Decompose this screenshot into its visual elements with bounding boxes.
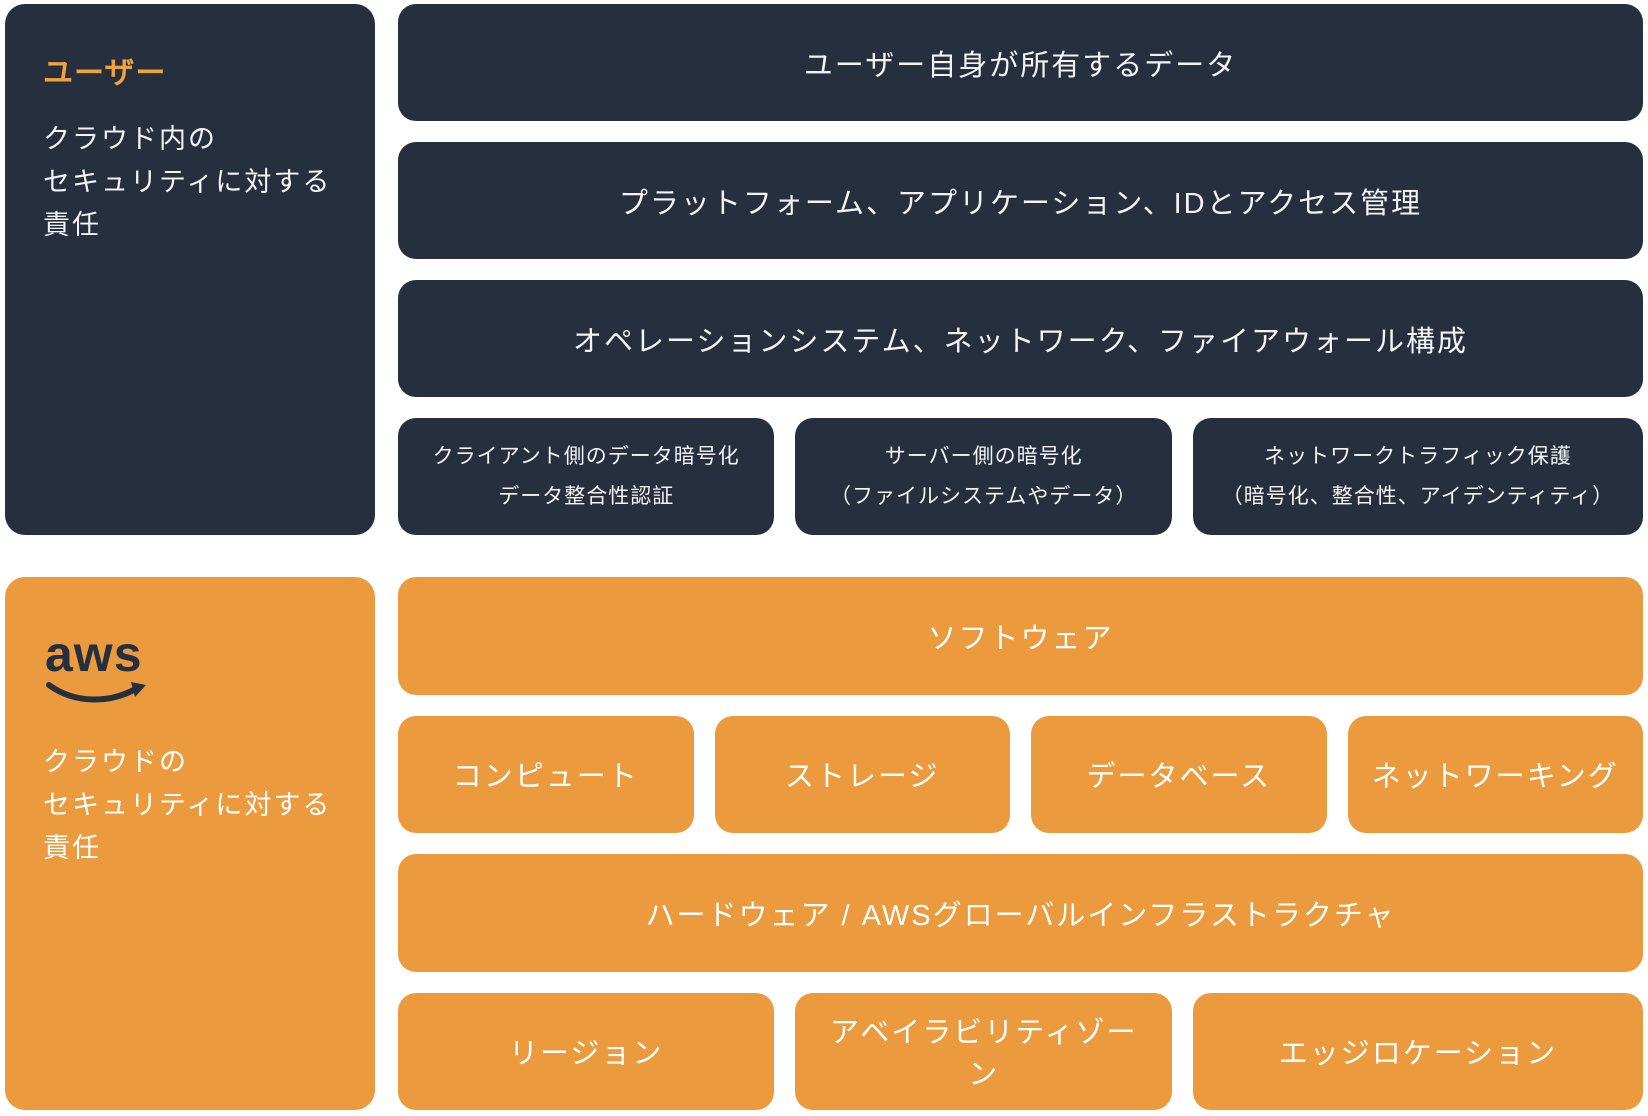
box-os-network-firewall: オペレーションシステム、ネットワーク、ファイアウォール構成	[398, 280, 1643, 397]
box-database: データベース	[1031, 715, 1327, 833]
aws-logo: aws	[45, 629, 337, 707]
box-server-side-encryption: サーバー側の暗号化 （ファイルシステムやデータ）	[795, 418, 1172, 535]
aws-panel-description: クラウドの セキュリティに対する 責任	[43, 741, 337, 870]
aws-smile-icon	[46, 682, 146, 703]
box-compute: コンピュート	[398, 715, 694, 833]
box-storage: ストレージ	[714, 715, 1010, 833]
box-edge-locations: エッジロケーション	[1192, 992, 1643, 1110]
user-panel-title: ユーザー	[43, 57, 167, 90]
user-description-line-3: 責任	[43, 210, 101, 240]
box-regions: リージョン	[398, 992, 775, 1110]
aws-description-line-3: 責任	[43, 833, 101, 863]
user-band: ユーザー クラウド内の セキュリティに対する 責任 ユーザー自身が所有するデータ…	[5, 4, 1643, 535]
aws-description-line-1: クラウドの	[43, 747, 188, 777]
box-client-side-encryption: クライアント側のデータ暗号化 データ整合性認証	[398, 418, 775, 535]
box-network-traffic-protection: ネットワークトラフィック保護 （暗号化、整合性、アイデンティティ）	[1192, 418, 1643, 535]
box-platform-apps-iam: プラットフォーム、アプリケーション、IDとアクセス管理	[398, 142, 1643, 259]
user-panel: ユーザー クラウド内の セキュリティに対する 責任	[5, 4, 375, 535]
box-software: ソフトウェア	[398, 577, 1643, 695]
aws-description-line-2: セキュリティに対する	[43, 790, 332, 820]
user-panel-description: クラウド内の セキュリティに対する 責任	[43, 118, 337, 247]
aws-logo-text: aws	[45, 626, 143, 682]
aws-band: aws クラウドの セキュリティに対する 責任 ソフトウェア コンピュー	[5, 577, 1643, 1110]
box-networking: ネットワーキング	[1347, 715, 1643, 833]
user-description-line-1: クラウド内の	[43, 124, 217, 154]
box-availability-zones: アベイラビリティゾーン	[795, 992, 1172, 1110]
aws-panel: aws クラウドの セキュリティに対する 責任	[5, 577, 375, 1110]
box-hardware-global-infrastructure: ハードウェア / AWSグローバルインフラストラクチャ	[398, 854, 1643, 972]
box-user-data: ユーザー自身が所有するデータ	[398, 4, 1643, 121]
user-description-line-2: セキュリティに対する	[43, 167, 332, 197]
aws-rows: ソフトウェア コンピュート ストレージ データベース ネットワーキング	[398, 577, 1643, 1110]
user-rows: ユーザー自身が所有するデータ プラットフォーム、アプリケーション、IDとアクセス…	[398, 4, 1643, 535]
